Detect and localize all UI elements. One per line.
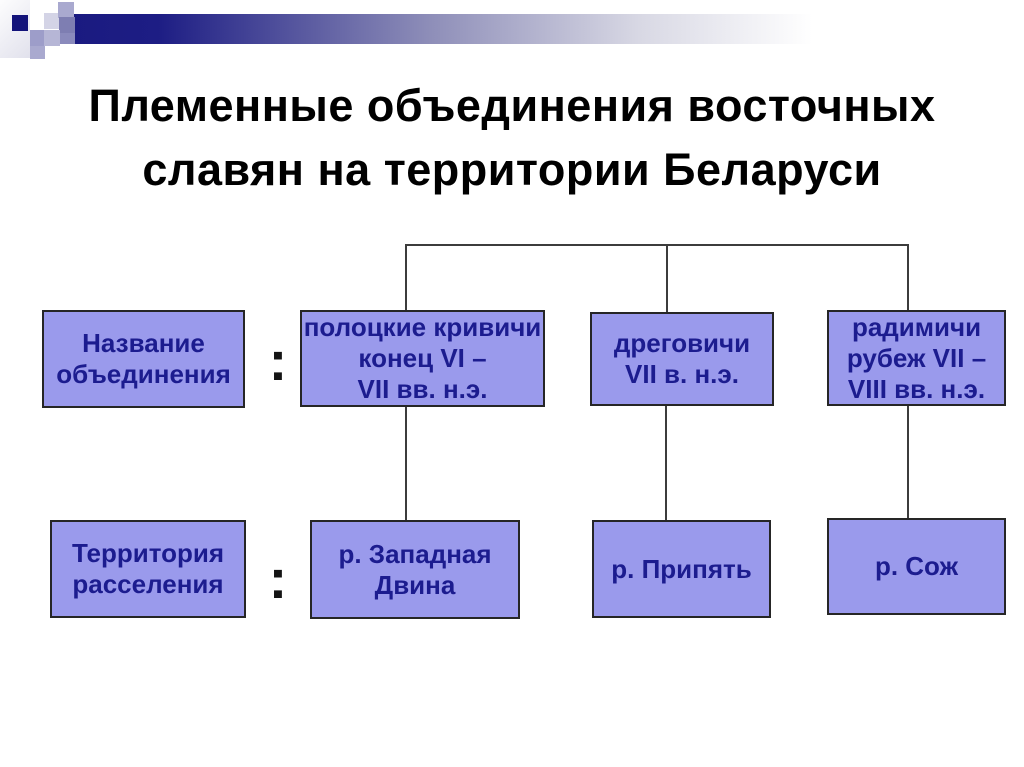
box-tribe-dregovichi: дреговичи VII в. н.э. <box>590 312 774 406</box>
decor-square <box>59 33 75 44</box>
connector-vertical <box>907 406 909 518</box>
box-tribe-radimichi: радимичи рубеж VII – VIII вв. н.э. <box>827 310 1006 406</box>
box-river-sozh: р. Сож <box>827 518 1006 615</box>
connector-vertical <box>405 244 407 310</box>
connector-horizontal <box>405 244 909 246</box>
decor-square <box>44 13 60 29</box>
connector-vertical <box>665 406 667 520</box>
decor-square <box>12 15 28 31</box>
decor-square <box>30 30 46 46</box>
decor-square <box>44 30 60 46</box>
connector-vertical <box>666 244 668 312</box>
colon-separator: : <box>268 329 288 392</box>
box-tribe-polotsk-krivichi: полоцкие кривичи конец VI – VII вв. н.э. <box>300 310 545 407</box>
connector-vertical <box>907 244 909 310</box>
decor-square <box>58 2 74 18</box>
colon-separator: : <box>268 547 288 610</box>
box-river-pripyat: р. Припять <box>592 520 771 618</box>
connector-vertical <box>405 407 407 520</box>
box-river-zapadnaya-dvina: р. Западная Двина <box>310 520 520 619</box>
slide-title: Племенные объединения восточных славян н… <box>88 80 936 195</box>
decor-square <box>59 17 75 33</box>
label-box-settlement-territory: Территория расселения <box>50 520 246 618</box>
label-box-association-name: Название объединения <box>42 310 245 408</box>
header-bar <box>62 14 1024 44</box>
decor-square <box>30 46 45 59</box>
